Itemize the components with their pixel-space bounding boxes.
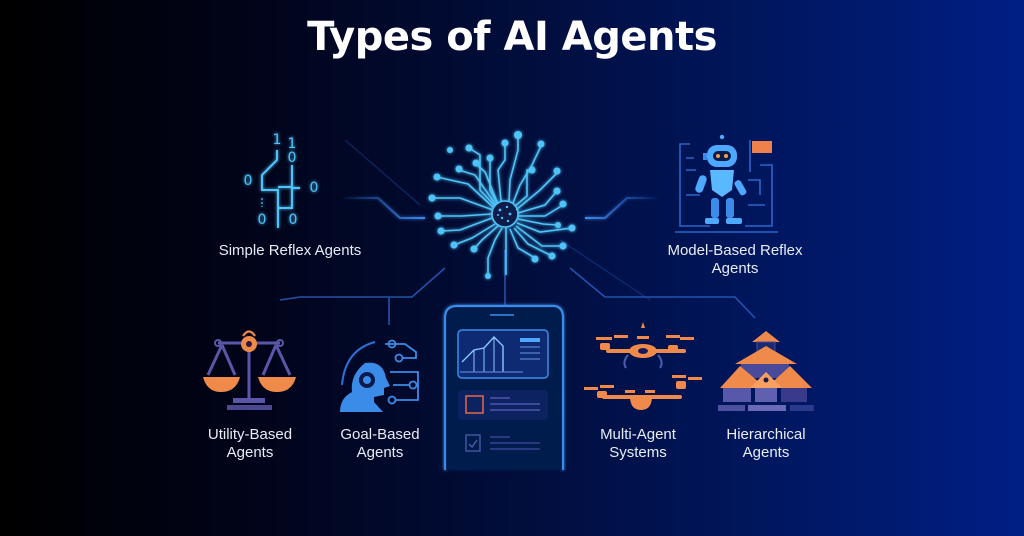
tablet-dashboard-icon bbox=[443, 304, 565, 470]
binary-digit: 1 bbox=[288, 136, 297, 152]
head-circuit-icon bbox=[340, 339, 419, 412]
binary-digit: 0 bbox=[288, 150, 297, 166]
pyramid-building-icon bbox=[718, 331, 814, 411]
robot-maze-icon bbox=[675, 134, 778, 233]
drones-icon bbox=[584, 322, 702, 410]
neural-brain-circuit-icon bbox=[428, 131, 576, 279]
binary-digit: 0 bbox=[289, 212, 298, 228]
binary-digit: 0 bbox=[258, 212, 267, 228]
side-connectors bbox=[340, 197, 660, 219]
agent-label-goal-based: Goal-Based Agents bbox=[340, 426, 420, 461]
page-title: Types of AI Agents bbox=[307, 14, 717, 60]
agent-label-simple-reflex: Simple Reflex Agents bbox=[218, 242, 362, 259]
binary-digit: 0 bbox=[310, 180, 319, 196]
binary-digit: 1 bbox=[273, 132, 282, 148]
agent-label-hierarchical: Hierarchical Agents bbox=[726, 426, 806, 461]
balance-scale-icon bbox=[203, 330, 296, 410]
agent-label-multi-agent: Multi-Agent Systems bbox=[600, 426, 676, 461]
binary-digit: 0 bbox=[244, 173, 253, 189]
agent-label-model-based-reflex: Model-Based Reflex Agents bbox=[667, 242, 803, 277]
agent-label-utility-based: Utility-Based Agents bbox=[207, 426, 293, 461]
binary-circuit-icon: 1 1 0 0 0 0 0 bbox=[244, 132, 319, 228]
connector-lines bbox=[279, 139, 756, 325]
